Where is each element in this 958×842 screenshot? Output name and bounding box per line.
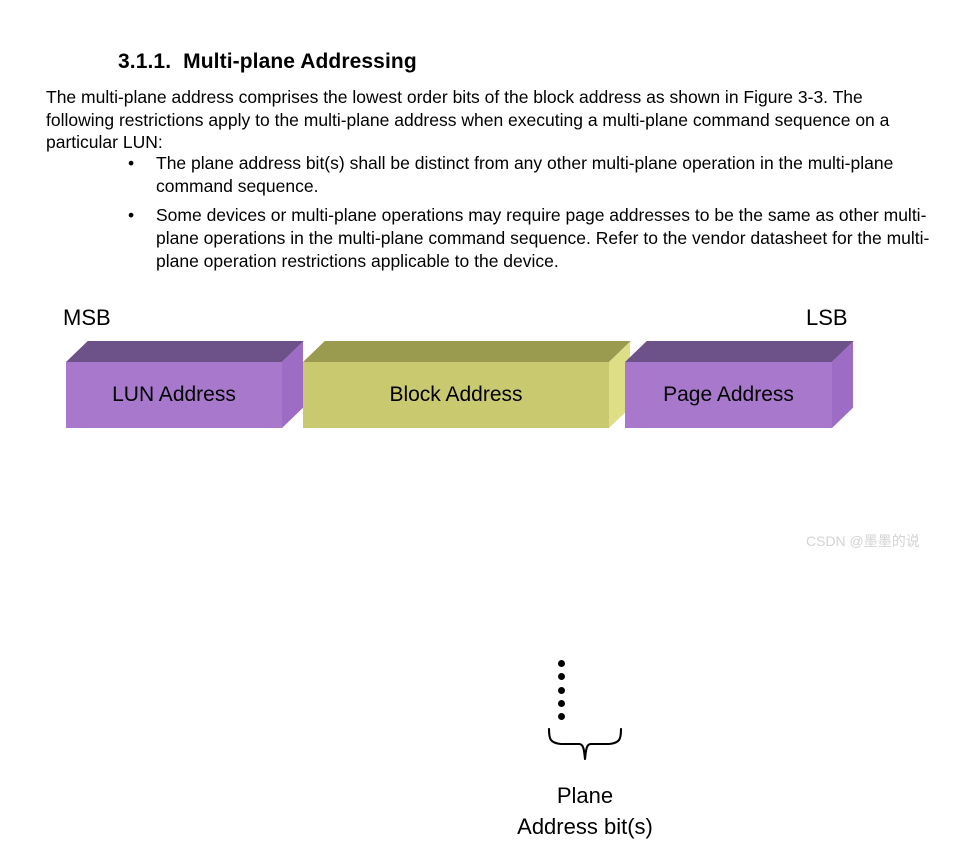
- separator-dot: [557, 686, 565, 694]
- list-item-text: Some devices or multi-plane operations m…: [156, 205, 930, 271]
- address-layout-figure: MSB LSB LUN Address Block Address Page A…: [0, 296, 958, 839]
- separator-dot: [557, 713, 565, 720]
- address-bar: LUN Address Block Address Page Address: [0, 296, 958, 436]
- msb-label: MSB: [63, 305, 111, 330]
- block-top-face: [625, 341, 854, 362]
- restrictions-list: • The plane address bit(s) shall be dist…: [46, 152, 936, 279]
- intro-paragraph: The multi-plane address comprises the lo…: [46, 87, 890, 152]
- block-front-face: LUN Address: [66, 362, 282, 428]
- list-item-text: The plane address bit(s) shall be distin…: [156, 153, 894, 196]
- separator-dot: [557, 699, 565, 707]
- block-front-face: Block Address: [303, 362, 609, 428]
- plane-caption-line1: Plane: [556, 783, 614, 808]
- list-item: • Some devices or multi-plane operations…: [46, 204, 936, 273]
- block-front-face: Page Address: [625, 362, 832, 428]
- block-label: LUN Address: [112, 383, 236, 406]
- watermark: CSDN @墨墨的说: [806, 533, 920, 549]
- block-top-face: [66, 341, 304, 362]
- curly-brace-icon: [545, 727, 625, 768]
- bullet-icon: •: [128, 153, 135, 173]
- separator-dot: [557, 660, 565, 667]
- block-label: Page Address: [663, 383, 794, 406]
- lsb-label: LSB: [806, 305, 848, 330]
- bullet-icon: •: [128, 205, 135, 225]
- list-item: • The plane address bit(s) shall be dist…: [46, 152, 936, 198]
- plane-bits-separator-dots: [556, 660, 566, 720]
- plane-address-caption: Plane Address bit(s): [440, 780, 730, 842]
- block-label: Block Address: [389, 383, 523, 406]
- plane-caption-line2: Address bit(s): [517, 814, 653, 839]
- page-title: 3.1.1. Multi-plane Addressing: [118, 50, 417, 74]
- heading-number: 3.1.1.: [118, 50, 172, 73]
- heading-title: Multi-plane Addressing: [183, 50, 417, 73]
- separator-dot: [557, 673, 565, 681]
- block-top-face: [303, 341, 631, 362]
